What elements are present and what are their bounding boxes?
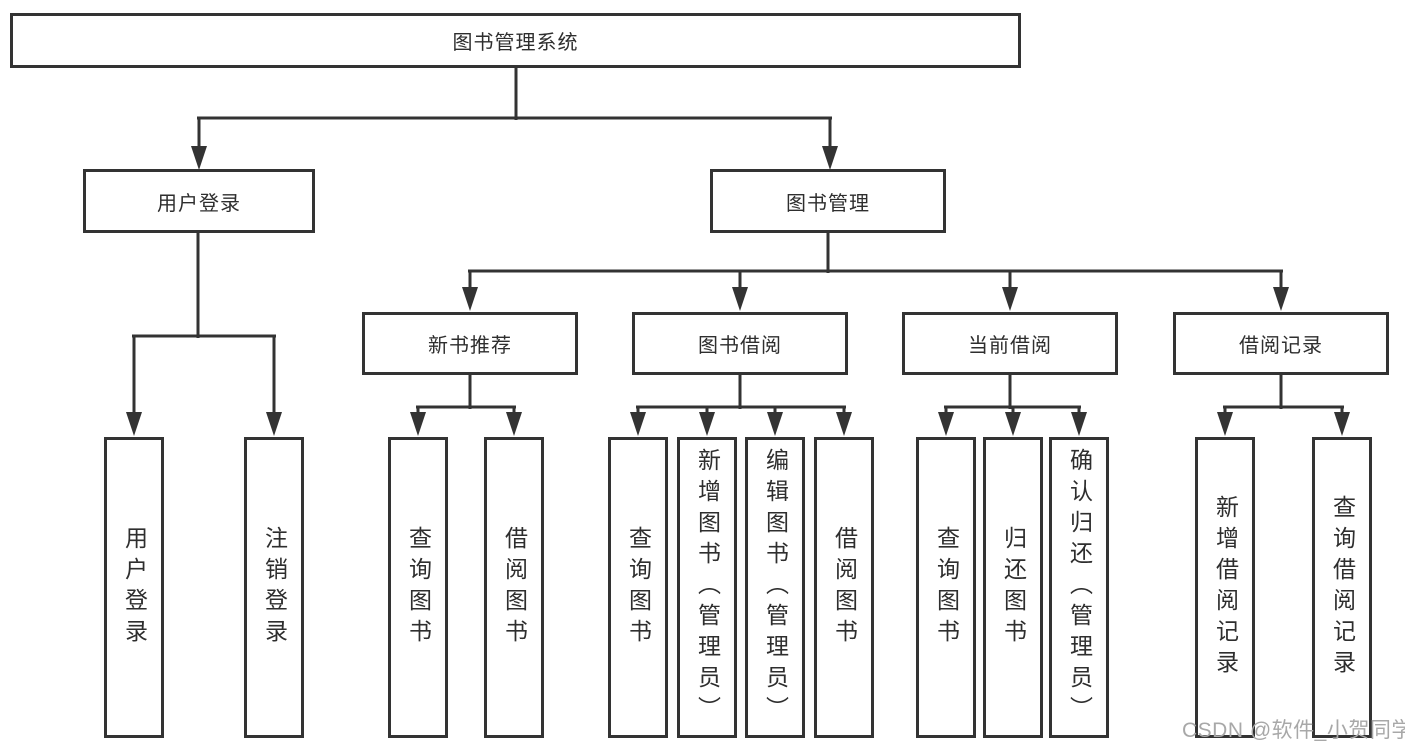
- leaf-borrowing-add-books-admin: 新增图书（管理员）: [677, 437, 737, 738]
- leaf-borrowing-query-books: 查询图书: [608, 437, 668, 738]
- arrowhead-icon: [1334, 412, 1350, 436]
- node-label: 用户登录: [121, 525, 148, 650]
- node-label: 归还图书: [1000, 525, 1027, 650]
- node-label: 借阅图书: [831, 525, 858, 650]
- node-label: 查询图书: [933, 525, 960, 650]
- node-label: 借阅图书: [501, 525, 528, 650]
- leaf-current-confirm-return-admin: 确认归还（管理员）: [1049, 437, 1109, 738]
- node-label: 用户登录: [157, 192, 241, 215]
- arrowhead-icon: [410, 412, 426, 436]
- arrowhead-icon: [1005, 412, 1021, 436]
- arrowhead-icon: [630, 412, 646, 436]
- arrowhead-icon: [836, 412, 852, 436]
- csdn-watermark: CSDN @软件_小贺同学: [1182, 719, 1405, 742]
- arrowhead-icon: [732, 287, 748, 311]
- node-current-borrowing: 当前借阅: [902, 312, 1118, 375]
- leaf-records-add-record: 新增借阅记录: [1195, 437, 1255, 738]
- node-label: 图书管理系统: [452, 32, 579, 54]
- node-label: 查询图书: [625, 525, 652, 650]
- leaf-borrowing-borrow-books: 借阅图书: [814, 437, 874, 738]
- node-label: 新增借阅记录: [1212, 494, 1239, 681]
- arrowhead-icon: [1071, 412, 1087, 436]
- arrowhead-icon: [462, 287, 478, 311]
- node-label: 注销登录: [261, 525, 288, 650]
- node-label: 查询借阅记录: [1329, 494, 1356, 681]
- arrowhead-icon: [1273, 287, 1289, 311]
- node-label: 图书借阅: [698, 335, 782, 357]
- arrowhead-icon: [938, 412, 954, 436]
- arrowhead-icon: [699, 412, 715, 436]
- node-label: 图书管理: [786, 192, 870, 215]
- arrowhead-icon: [1002, 287, 1018, 311]
- arrowhead-icon: [822, 146, 838, 170]
- leaf-current-return-books: 归还图书: [983, 437, 1043, 738]
- node-book-management: 图书管理: [710, 169, 946, 233]
- leaf-borrowing-edit-books-admin: 编辑图书（管理员）: [745, 437, 805, 738]
- leaf-records-query-record: 查询借阅记录: [1312, 437, 1372, 738]
- leaf-logout: 注销登录: [244, 437, 304, 738]
- node-borrow-records: 借阅记录: [1173, 312, 1389, 375]
- node-label: 确认归还（管理员）: [1066, 448, 1093, 727]
- node-label: 编辑图书（管理员）: [762, 448, 789, 727]
- leaf-current-query-books: 查询图书: [916, 437, 976, 738]
- arrowhead-icon: [126, 412, 142, 436]
- leaf-user-login: 用户登录: [104, 437, 164, 738]
- node-library-system: 图书管理系统: [10, 13, 1021, 68]
- node-label: 新书推荐: [428, 335, 512, 357]
- node-label: 新增图书（管理员）: [694, 448, 721, 727]
- arrowhead-icon: [506, 412, 522, 436]
- node-label: 借阅记录: [1239, 335, 1323, 357]
- node-label: 查询图书: [405, 525, 432, 650]
- node-book-borrowing: 图书借阅: [632, 312, 848, 375]
- node-label: 当前借阅: [968, 335, 1052, 357]
- arrowhead-icon: [266, 412, 282, 436]
- connector-path: [132, 68, 1344, 416]
- node-user-login: 用户登录: [83, 169, 315, 233]
- node-new-book-recommend: 新书推荐: [362, 312, 578, 375]
- arrowhead-icon: [767, 412, 783, 436]
- arrowhead-icon: [191, 146, 207, 170]
- arrowhead-icon: [1217, 412, 1233, 436]
- arrowheads: [126, 146, 1350, 436]
- leaf-newbook-borrow-books: 借阅图书: [484, 437, 544, 738]
- leaf-newbook-query-books: 查询图书: [388, 437, 448, 738]
